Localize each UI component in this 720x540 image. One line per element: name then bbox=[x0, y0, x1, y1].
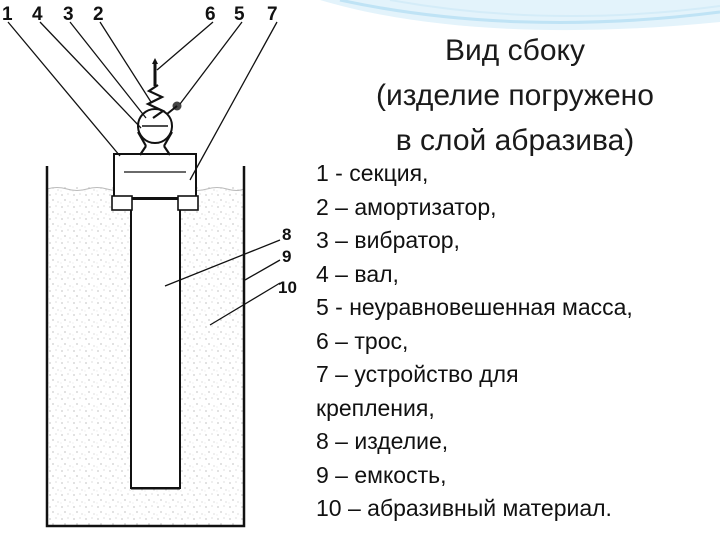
section-lower-right bbox=[177, 195, 199, 211]
callout-number: 9 bbox=[282, 247, 291, 266]
legend-item: 7 – устройство для bbox=[316, 361, 519, 387]
legend-item: 9 – емкость, bbox=[316, 461, 447, 488]
callout-number: 2 bbox=[93, 4, 104, 25]
legend-item: 8 – изделие, bbox=[316, 428, 449, 454]
decorative-swoosh bbox=[320, 0, 720, 31]
leader-3 bbox=[69, 21, 147, 119]
leader-1 bbox=[7, 21, 121, 157]
callout-number: 10 bbox=[278, 278, 297, 297]
section-lower-left bbox=[111, 195, 133, 211]
section-block bbox=[113, 153, 197, 199]
legend-item: 2 – амортизатор, bbox=[316, 193, 497, 220]
leader-7 bbox=[189, 21, 278, 181]
product-bar bbox=[130, 198, 181, 489]
legend-list: 1 - секция, 2 – амортизатор, 3 – вибрато… bbox=[316, 157, 711, 526]
title-line-2: (изделие погружено bbox=[376, 79, 654, 112]
leader-10 bbox=[209, 282, 281, 326]
callout-number: 6 bbox=[205, 4, 216, 25]
container-walls bbox=[45, 166, 246, 528]
leader-4 bbox=[39, 21, 142, 129]
leader-6 bbox=[156, 21, 214, 71]
leader-5 bbox=[179, 21, 243, 105]
shaft bbox=[137, 131, 173, 156]
title-line-3: в слой абразива) bbox=[395, 124, 635, 157]
legend-item: 10 – абразивный материал. bbox=[316, 495, 612, 521]
legend-item: 4 – вал, bbox=[316, 260, 399, 287]
leader-8 bbox=[164, 239, 281, 287]
callout-number: 4 bbox=[32, 4, 43, 25]
shock-absorber-spring bbox=[145, 84, 166, 119]
title-line-1: Вид сбоку bbox=[445, 34, 585, 67]
leader-2 bbox=[99, 21, 152, 103]
slide-title: Вид сбоку (изделие погружено в слой абра… bbox=[330, 28, 700, 163]
leader-9 bbox=[244, 259, 281, 281]
callout-number: 8 bbox=[282, 225, 291, 244]
legend-item: 6 – трос, bbox=[316, 327, 409, 354]
callout-number: 3 bbox=[63, 4, 74, 25]
legend-item: крепления, bbox=[316, 394, 435, 421]
callout-number: 1 bbox=[2, 4, 13, 25]
callout-number: 7 bbox=[267, 4, 278, 25]
callout-number: 5 bbox=[234, 4, 245, 25]
legend-item: 1 - секция, bbox=[316, 160, 429, 186]
legend-item: 5 - неуравновешенная масса, bbox=[316, 294, 633, 320]
legend-item: 3 – вибратор, bbox=[316, 227, 460, 253]
